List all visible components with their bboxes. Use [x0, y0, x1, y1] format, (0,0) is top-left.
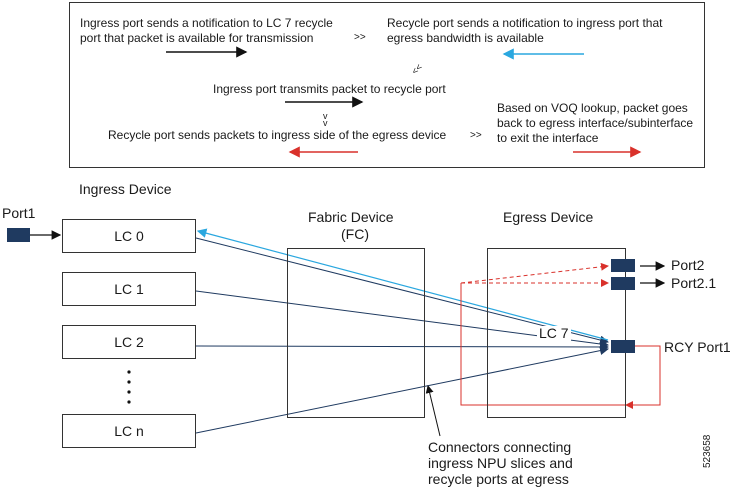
line-card-lc1: LC 1 — [62, 272, 196, 306]
legend-sep4: >> — [470, 130, 482, 141]
connectors-pointer — [425, 385, 441, 437]
ingress-title: Ingress Device — [79, 181, 172, 197]
legend-step4: Recycle port sends packets to ingress si… — [108, 128, 447, 142]
notification-cyan — [196, 228, 609, 341]
rcy-port-label: RCY Port1 — [664, 339, 731, 355]
legend-step5-line2: back to egress interface/subinterface — [497, 116, 694, 130]
connector-lcn — [195, 346, 609, 434]
port2-1-block — [611, 277, 635, 290]
legend-step2-line1: Recycle port sends a notification to ing… — [387, 16, 663, 30]
egress-device-box — [487, 248, 626, 418]
line-card-lc0: LC 0 — [62, 219, 196, 253]
figure-id: 523658 — [702, 434, 713, 468]
ellipsis-dot — [127, 400, 131, 404]
lc7-label: LC 7 — [537, 325, 571, 341]
line-card-lcn: LC n — [62, 414, 196, 448]
fabric-subtitle: (FC) — [341, 226, 369, 242]
port1-label: Port1 — [2, 205, 36, 221]
line-card-label: LC 0 — [114, 228, 144, 244]
egress-title: Egress Device — [503, 209, 594, 225]
line-card-label: LC 2 — [114, 334, 144, 350]
legend-step5-line3: to exit the interface — [497, 131, 599, 145]
port2-label: Port2 — [671, 257, 705, 273]
ellipsis-dot — [127, 390, 131, 394]
fabric-title: Fabric Device — [308, 209, 394, 225]
connectors-note-line2: ingress NPU slices and — [428, 455, 573, 471]
recycle-loop — [612, 345, 661, 409]
ellipsis-dot — [127, 370, 131, 374]
connector-lc2 — [195, 342, 609, 352]
connectors-note-line3: recycle ports at egress — [428, 471, 569, 487]
legend-step1-line2: port that packet is available for transm… — [80, 31, 314, 45]
line-card-lc2: LC 2 — [62, 325, 196, 359]
connectors-note-line1: Connectors connecting — [428, 439, 572, 455]
legend-box — [69, 2, 705, 168]
dashed-to-port2 — [460, 262, 609, 284]
legend-step2-line2: egress bandwidth is available — [387, 31, 544, 45]
legend-step5-line1: Based on VOQ lookup, packet goes — [497, 101, 688, 115]
port1-block — [7, 228, 30, 242]
legend-sep1: >> — [354, 32, 366, 43]
fabric-device-box — [287, 248, 425, 418]
port2-block — [611, 259, 635, 272]
line-card-label: LC n — [114, 423, 144, 439]
connector-lc0 — [195, 237, 609, 345]
ellipsis-dot — [127, 380, 131, 384]
line-card-label: LC 1 — [114, 281, 144, 297]
port2-1-label: Port2.1 — [671, 275, 717, 291]
legend-step3: Ingress port transmits packet to recycle… — [213, 82, 446, 96]
recycle-to-port2 — [460, 283, 626, 406]
rcy-port-block — [611, 340, 635, 353]
legend-step1-line1: Ingress port sends a notification to LC … — [80, 16, 333, 30]
